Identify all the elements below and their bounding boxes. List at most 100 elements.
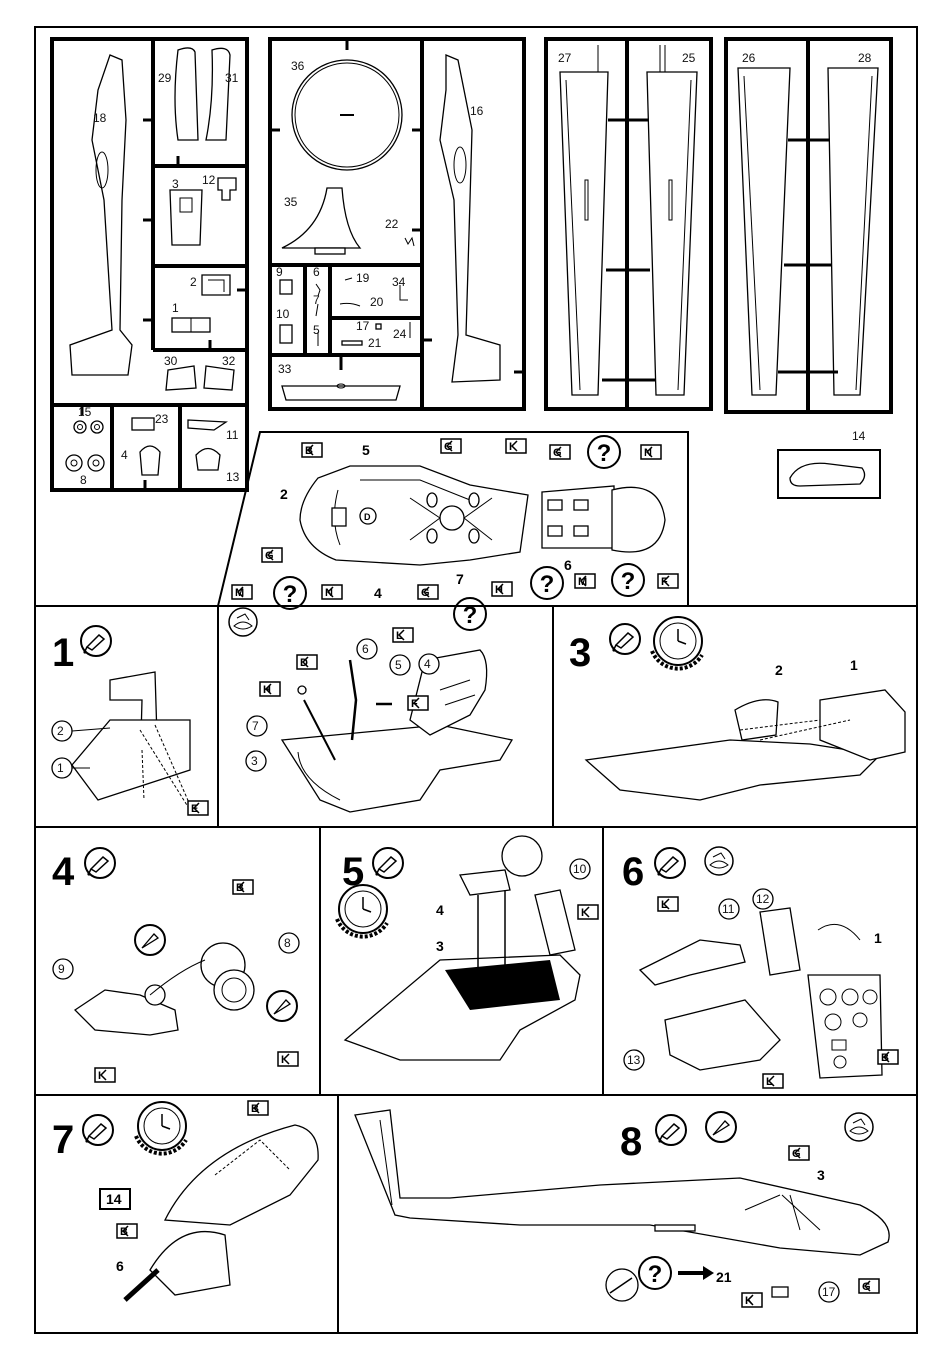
step4-code-I2: I <box>281 1054 284 1066</box>
step6-label-12: 12 <box>756 892 770 906</box>
part-17 <box>376 324 381 329</box>
overview-label-4: 4 <box>374 585 382 601</box>
cutter-icon-2 <box>267 991 297 1021</box>
label-12: 12 <box>202 173 216 187</box>
question-icon-2 <box>274 577 306 609</box>
cockpit-floor-3 <box>282 725 512 812</box>
code-M2: M <box>578 576 587 588</box>
step2-code-L: L <box>396 630 403 642</box>
step2-label-3: 3 <box>251 754 258 768</box>
label-17: 17 <box>356 319 370 333</box>
label-28: 28 <box>858 51 872 65</box>
label-20: 20 <box>370 295 384 309</box>
code-G: G <box>444 441 453 453</box>
clear-part-14: 14 <box>778 429 880 498</box>
step8-code-G: G <box>792 1148 801 1160</box>
part-20 <box>340 303 360 306</box>
step5-label-3: 3 <box>436 938 444 954</box>
sprue-d: 26 28 <box>726 39 891 412</box>
label-9: 9 <box>276 265 283 279</box>
clock-icon-7 <box>136 1102 186 1154</box>
seat-2 <box>735 700 778 740</box>
code-N: N <box>644 447 652 459</box>
code-N2: N <box>325 587 333 599</box>
glue-tube-icon-7 <box>83 1115 113 1145</box>
glue-tube-icon-6 <box>655 848 685 878</box>
label-11: 11 <box>226 428 239 442</box>
step7-label-14: 14 <box>106 1191 122 1207</box>
step6-code-L2: L <box>766 1076 773 1088</box>
step1-label-1: 1 <box>57 761 64 775</box>
overview-label-7: 7 <box>456 571 464 587</box>
label-10: 10 <box>276 307 290 321</box>
sprue-c: 27 25 <box>546 39 711 409</box>
question-icon-5 <box>612 564 644 596</box>
part-2 <box>202 275 230 295</box>
part-10 <box>280 325 292 343</box>
wing-part-27 <box>560 72 608 395</box>
part-12 <box>218 178 236 200</box>
label-7: 7 <box>313 293 320 307</box>
fuselage-half-18 <box>70 55 132 375</box>
part-29 <box>175 48 198 140</box>
part-30 <box>166 366 196 390</box>
seat-top-view <box>542 486 614 548</box>
step8-label-3: 3 <box>817 1167 825 1183</box>
code-G3: G <box>265 550 274 562</box>
label-26: 26 <box>742 51 756 65</box>
step-8: 8 21 17 3 G G K <box>355 1110 889 1307</box>
part-21 <box>342 341 362 345</box>
label-21: 21 <box>368 336 382 350</box>
label-36: 36 <box>291 59 305 73</box>
label-35: 35 <box>284 195 298 209</box>
label-2: 2 <box>190 275 197 289</box>
step-2: 6 5 4 7 3 D L H F <box>246 628 512 812</box>
label-22: 22 <box>385 217 399 231</box>
label-16: 16 <box>470 104 484 118</box>
part-23 <box>132 418 154 430</box>
step2-code-D: D <box>300 657 308 669</box>
step-7: 7 14 6 B B <box>52 1101 318 1300</box>
decal-water-icon-6 <box>705 847 733 875</box>
step6-label-1: 1 <box>874 930 882 946</box>
wing-part-28 <box>828 68 878 395</box>
step-5: 5 10 4 3 I <box>337 836 598 1060</box>
glue-tube-icon-5 <box>373 848 403 878</box>
sprue-a: 18 29 31 3 12 2 1 30 32 15 8 23 4 11 13 <box>52 39 247 490</box>
step1-label-2: 2 <box>57 724 64 738</box>
step3-label-2: 2 <box>775 662 783 678</box>
step7-label-6: 6 <box>116 1258 124 1274</box>
question-icon-4 <box>454 598 486 630</box>
label-33: 33 <box>278 362 292 376</box>
part-11 <box>188 420 226 430</box>
sprue-b: 36 16 35 22 9 6 19 34 7 20 10 17 24 5 21… <box>270 39 524 409</box>
step6-code-L: L <box>661 899 668 911</box>
seat-frame-4 <box>460 870 510 895</box>
svg-text:D: D <box>364 512 371 522</box>
question-icon-3 <box>531 567 563 599</box>
step4-label-9: 9 <box>58 962 65 976</box>
step-4-number: 4 <box>52 850 75 894</box>
clock-icon-5 <box>337 885 387 937</box>
canopy-14 <box>165 1125 318 1225</box>
step-6: 6 1 11 12 13 B L L <box>622 847 898 1088</box>
rudder-pedals-11 <box>640 940 745 985</box>
step8-ref-21: 21 <box>716 1269 732 1285</box>
overview-label-6: 6 <box>564 557 572 573</box>
glue-tube-icon-3 <box>610 624 640 654</box>
step8-code-G2: G <box>862 1281 871 1293</box>
step-3: 3 2 1 <box>569 617 905 800</box>
label-13: 13 <box>226 470 240 484</box>
label-31: 31 <box>225 71 239 85</box>
step4-label-8: 8 <box>284 936 291 950</box>
label-30: 30 <box>164 354 178 368</box>
step5-label-10: 10 <box>573 862 587 876</box>
code-G4: G <box>421 587 430 599</box>
part-9 <box>280 280 292 294</box>
label-14: 14 <box>852 429 866 443</box>
step2-label-4: 4 <box>424 657 431 671</box>
code-F: F <box>661 576 668 588</box>
part-31 <box>206 48 230 140</box>
stick-base <box>440 506 464 530</box>
